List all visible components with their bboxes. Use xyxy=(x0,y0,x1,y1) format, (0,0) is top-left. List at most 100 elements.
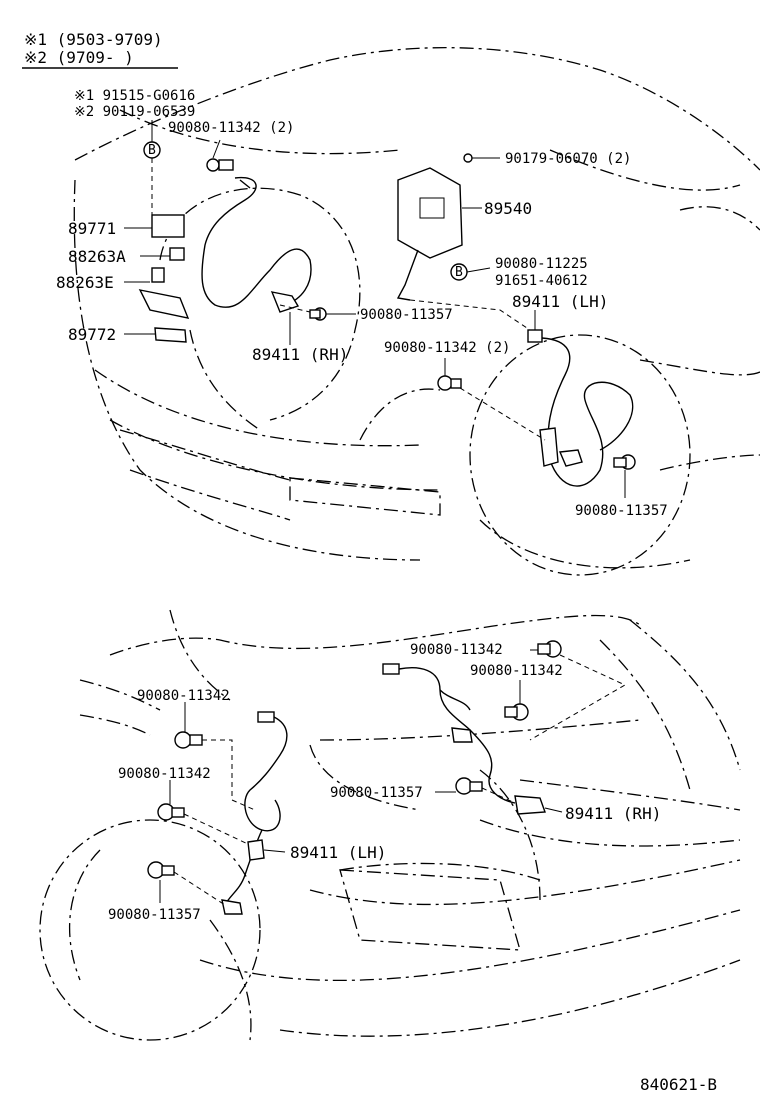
center-panel-line xyxy=(359,388,441,441)
bottom-car-body xyxy=(39,609,741,1041)
rh-sensor-bolt-shaft xyxy=(309,309,321,319)
clamp-part xyxy=(154,327,187,343)
rr-bolt-dash xyxy=(481,787,516,804)
rear-roof-line xyxy=(109,614,641,656)
rr-sensor-bolt-shaft xyxy=(469,781,483,792)
lh-harness-bolt-shaft xyxy=(450,378,462,389)
label-bolt-front: 90080-11342 (2) xyxy=(168,120,294,136)
legend: ※1 (9503-9709) ※2 (9709- ) xyxy=(22,30,178,69)
rear-deck-line xyxy=(519,779,741,811)
label-b-sensor-lh: 89411 (LH) xyxy=(290,843,386,862)
lh-harness-bolt-head xyxy=(437,375,453,391)
top-parts: B xyxy=(124,120,636,498)
hood-edge-line xyxy=(549,149,741,191)
rl-sensor-harness xyxy=(244,716,288,832)
rr-harness-connector xyxy=(382,663,400,675)
rl-sensor-head xyxy=(221,899,243,915)
rear-left-wheel-arch xyxy=(39,819,261,1041)
label-sensor-rh: 89411 (RH) xyxy=(252,345,348,364)
ecu-nut xyxy=(463,153,473,163)
rh-sensor-harness xyxy=(201,176,312,308)
lh-sensor-connector xyxy=(527,329,543,343)
rear-window-line xyxy=(599,639,691,791)
right-wheel-lower xyxy=(479,519,691,569)
label-sensor-bolt-lh: 90080-11357 xyxy=(575,503,668,519)
left-body-line-2 xyxy=(79,714,151,736)
rear-right-wheel-hint xyxy=(479,769,541,901)
bumper-lower-line xyxy=(109,419,441,491)
right-fender-line xyxy=(639,359,760,376)
rr-sensor-leader xyxy=(544,807,563,813)
br-bolt-right-shaft xyxy=(504,706,518,718)
rh-sensor-head xyxy=(270,291,300,313)
rear-pillar-line xyxy=(629,619,741,771)
license-plate-area xyxy=(289,477,441,516)
clip-e-part xyxy=(151,267,165,283)
clip-a-part xyxy=(169,247,185,261)
bl-bolt-1-shaft xyxy=(189,734,203,746)
label-relay: 89771 xyxy=(68,219,116,238)
license-plate-recess xyxy=(339,869,521,951)
right-sill-line xyxy=(659,454,760,471)
rh-harness-connector xyxy=(239,179,251,189)
label-b-bolt-left-2: 90080-11342 xyxy=(118,766,211,782)
legend-note-1: ※1 (9503-9709) xyxy=(24,30,163,49)
br-bolt-top-dash xyxy=(529,654,627,741)
label-clip-e: 88263E xyxy=(56,273,114,292)
trunk-edge-line xyxy=(309,744,421,811)
legend-note-2: ※2 (9709- ) xyxy=(24,48,134,67)
clip-e-bracket xyxy=(138,289,190,319)
front-bolt-shaft xyxy=(218,159,234,171)
rr-harness-clip xyxy=(451,727,473,743)
diagram-code: 840621-B xyxy=(640,1075,717,1094)
lh-sensor-harness xyxy=(541,337,634,487)
label-sensor-lh: 89411 (LH) xyxy=(512,292,608,311)
front-bolt-head xyxy=(206,158,220,172)
ecu-part xyxy=(397,167,463,259)
b-marker-right-leader xyxy=(466,267,491,273)
grille-slot-1 xyxy=(119,429,291,481)
bumper-bottom-line xyxy=(199,909,741,982)
label-b-sensor-bolt-right: 90080-11357 xyxy=(330,785,423,801)
bottom-labels: 90080-11342 90080-11342 90080-11342 9008… xyxy=(108,642,661,923)
bl-bolt-2-shaft xyxy=(171,807,185,818)
bl-bolt-1-dash xyxy=(202,739,256,811)
ecu-bracket xyxy=(396,249,419,301)
label-b-bolt-right-2: 90080-11342 xyxy=(470,663,563,679)
hood-line xyxy=(74,47,760,171)
lh-harness-bracket xyxy=(539,427,559,467)
label-sensor-bolt-rh: 90080-11357 xyxy=(360,307,453,323)
br-bolt-top-shaft xyxy=(537,643,551,655)
label-nut: 90179-06070 (2) xyxy=(505,151,631,167)
label-b-sensor-bolt-left: 90080-11357 xyxy=(108,907,201,923)
bumper-top-line xyxy=(479,819,741,847)
rl-bolt-dash xyxy=(173,871,226,906)
b-marker-left-label: B xyxy=(148,143,156,158)
label-ecu: 89540 xyxy=(484,199,532,218)
left-wheel-arch xyxy=(159,187,361,421)
bumper-outline xyxy=(73,179,421,561)
rl-harness-clip xyxy=(247,839,265,861)
rr-sensor-head xyxy=(514,795,546,815)
lh-sensor-leader xyxy=(409,299,531,331)
label-clip-a: 88263A xyxy=(68,247,126,266)
rear-lower-line xyxy=(279,959,741,1037)
bumper-upper-line xyxy=(94,369,421,447)
left-body-line-1 xyxy=(79,679,161,711)
fender-edge-line xyxy=(679,206,760,231)
trunk-top-line xyxy=(319,719,641,741)
lh-sensor-head xyxy=(558,449,583,467)
ecu-label-plate xyxy=(419,197,445,219)
grille-slot-2 xyxy=(129,469,291,521)
lh-harness-bolt-dash xyxy=(459,387,546,441)
rear-left-wheel-inner xyxy=(69,849,101,981)
left-wheel-inner xyxy=(189,329,261,431)
callout-note2: ※2 90119-06539 xyxy=(74,104,195,120)
label-clamp: 89772 xyxy=(68,325,116,344)
bumper-mid-line xyxy=(309,859,741,906)
trunk-lower-line xyxy=(339,862,541,881)
label-b-sensor-rh: 89411 (RH) xyxy=(565,804,661,823)
rr-harness-branch xyxy=(439,689,471,711)
label-bracket-bolt-1: 90080-11225 xyxy=(495,256,588,272)
